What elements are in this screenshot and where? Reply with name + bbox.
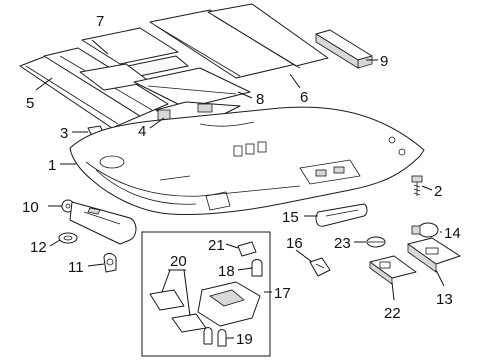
part-16-clip [309,257,331,277]
part-20-lens-covers [149,289,207,333]
part-5-side-rail [19,47,169,129]
part-21-bulb [237,241,257,257]
callout-2: 2 [434,183,442,200]
part-8-middle-pad [133,67,251,109]
part-17-console-housing [197,281,261,327]
part-1-headliner [69,106,425,216]
callout-labels: 7 5 3 4 1 8 6 9 2 10 12 11 15 14 16 23 2… [22,13,461,348]
callout-1: 1 [48,157,56,174]
callout-19: 19 [236,331,253,348]
callout-21: 21 [208,237,225,254]
callout-12: 12 [30,239,47,256]
part-11-visor-hook [103,253,117,273]
callout-5: 5 [26,95,34,112]
part-23-bulb [366,236,386,248]
callout-11: 11 [68,259,84,276]
part-14-bulb [411,222,439,238]
callout-20: 20 [170,253,187,270]
callout-15: 15 [282,209,299,226]
leader-lines [35,39,445,339]
callout-6: 6 [300,89,308,106]
callout-23: 23 [334,235,351,252]
callout-18: 18 [218,263,235,280]
callout-14: 14 [444,225,461,242]
part-visor [69,201,137,245]
part-9-rail [315,29,373,69]
callout-17: 17 [274,285,291,302]
callout-9: 9 [380,53,388,70]
part-19-bulbs [203,327,227,347]
callout-10: 10 [22,199,39,216]
part-15-assist-grip [315,203,368,227]
callout-22: 22 [384,305,401,322]
callout-7: 7 [96,13,104,30]
part-22-dome-lamp [369,255,417,285]
part-2-screw [411,175,423,196]
part-6-roof-panels [149,3,329,79]
callout-3: 3 [60,125,68,142]
inset-box-console [141,231,271,357]
callout-8: 8 [256,91,264,108]
part-13-map-lamp [407,237,461,273]
part-12-clip-ring [58,232,78,244]
callout-4: 4 [138,123,146,140]
part-18-socket [251,259,263,277]
callout-16: 16 [286,235,303,252]
callout-13: 13 [436,291,453,308]
